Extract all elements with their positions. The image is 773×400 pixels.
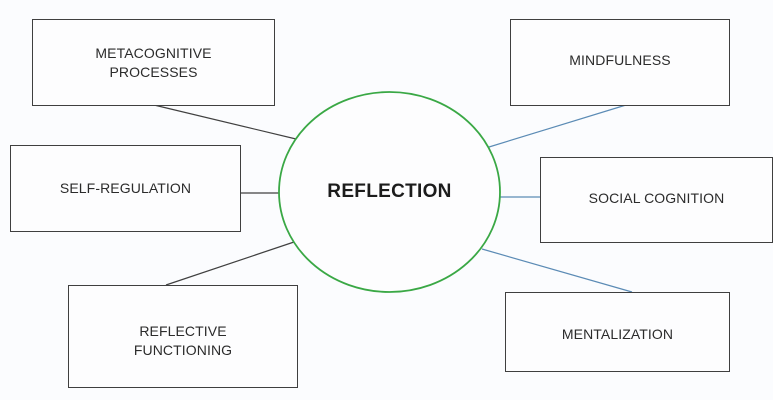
node-label-line: SELF-REGULATION bbox=[59, 180, 192, 196]
node-social-cognition: SOCIAL COGNITION bbox=[540, 157, 773, 243]
node-label-line: MINDFULNESS bbox=[569, 52, 671, 68]
connector-mindfulness bbox=[488, 104, 627, 148]
node-metacognitive-processes: METACOGNITIVE PROCESSES bbox=[32, 19, 275, 106]
node-label-line: FUNCTIONING bbox=[133, 341, 233, 358]
center-node-ellipse bbox=[278, 91, 501, 293]
node-label-line: METACOGNITIVE bbox=[95, 44, 212, 61]
node-reflective-functioning: REFLECTIVE FUNCTIONING bbox=[68, 285, 298, 388]
connector-metacognitive-processes bbox=[153, 104, 297, 140]
connector-reflective-functioning bbox=[165, 241, 295, 286]
node-mindfulness: MINDFULNESS bbox=[510, 19, 730, 106]
node-label-line: REFLECTIVE bbox=[139, 322, 227, 339]
connector-mentalization bbox=[481, 248, 633, 293]
node-label-line: MENTALIZATION bbox=[561, 325, 674, 342]
node-label-line: PROCESSES bbox=[109, 63, 198, 80]
node-label-line: SOCIAL COGNITION bbox=[588, 189, 725, 206]
node-mentalization: MENTALIZATION bbox=[505, 292, 730, 372]
center-node-label: REFLECTION bbox=[327, 181, 452, 202]
node-self-regulation: SELF-REGULATION bbox=[10, 145, 241, 232]
